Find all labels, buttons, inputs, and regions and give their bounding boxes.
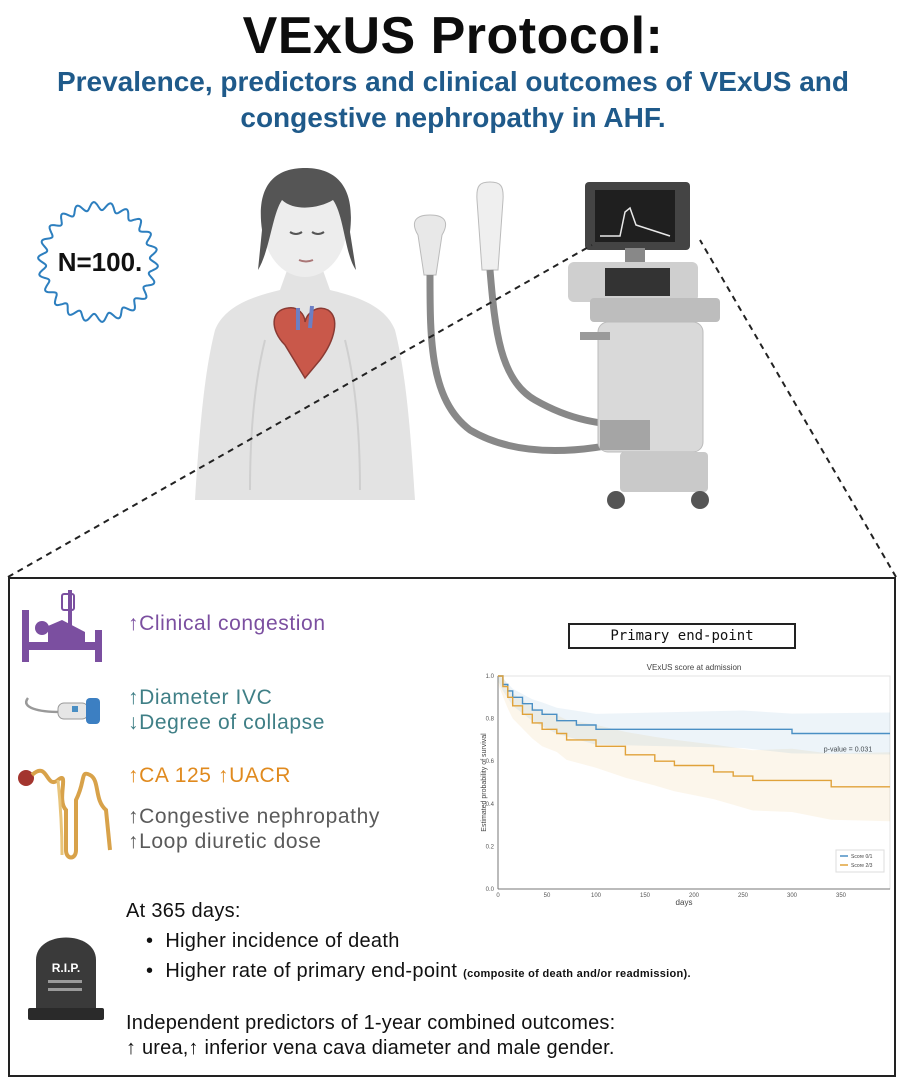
chart-title: VExUS score at admission (647, 663, 742, 672)
predictors-heading: Independent predictors of 1-year combine… (126, 1012, 616, 1034)
chart-series-line-2 (498, 675, 890, 788)
subtitle-line-1: Prevalence, predictors and clinical outc… (56, 66, 850, 97)
chart-x-tick-label: 200 (689, 893, 700, 899)
chart-annotation: p-value = 0.031 (824, 747, 873, 754)
chart-x-tick-label: 50 (544, 893, 551, 899)
primary-endpoint-label: Primary end-point (568, 623, 796, 649)
loop-diuretic-text: ↑Loop diuretic dose (128, 830, 322, 853)
subtitle-line-2: congestive nephropathy in AHF. (240, 102, 666, 133)
kidney-nephron-icon (18, 768, 112, 860)
outcome-endpoint-note: (composite of death and/or readmission). (463, 968, 691, 980)
chart-y-label: Estimated probability of survival (481, 733, 488, 832)
chart-x-tick-label: 150 (640, 893, 651, 899)
outcome-endpoint-main: Higher rate of primary end-point (165, 960, 464, 982)
sample-size-label: N=100. (57, 247, 143, 277)
survival-chart: 0.0 0.2 0.4 0.6 0.8 1.0 0 50 100 150 200 250 300 350 V… (481, 663, 891, 907)
chart-legend-label: Score 0/1 (851, 854, 873, 860)
outcome-endpoint: Higher rate of primary end-point (compos… (146, 956, 691, 989)
zoom-line-right (699, 239, 897, 578)
chart-x-tick-label: 350 (836, 893, 847, 899)
chart-band-score-01 (498, 676, 890, 755)
heart-icon (273, 305, 336, 380)
chart-y-tick-label: 0.0 (486, 887, 495, 893)
chart-y-tick-label: 1.0 (486, 674, 495, 680)
tombstone-icon (28, 937, 104, 1020)
biomarkers-text: ↑CA 125 ↑UACR (128, 764, 292, 787)
chart-y-tick-label: 0.2 (486, 844, 495, 850)
chart-y-tick-label: 0.6 (486, 759, 495, 765)
chart-band-score-23 (498, 676, 890, 822)
chart-y-tick-label: 0.8 (486, 717, 495, 723)
degree-collapse-text: ↓Degree of collapse (128, 711, 326, 734)
patient-bed-icon (22, 590, 102, 662)
chart-x-tick-label: 100 (591, 893, 602, 899)
subtitle: Prevalence, predictors and clinical outc… (20, 64, 886, 136)
outcome-death: Higher incidence of death (146, 926, 691, 956)
chart-x-tick-label: 300 (787, 893, 798, 899)
congestive-nephropathy-text: ↑Congestive nephropathy (128, 805, 380, 828)
chart-x-tick-label: 250 (738, 893, 749, 899)
predictors-list: ↑ urea,↑ inferior vena cava diameter and… (126, 1037, 615, 1059)
chart-x-label: days (676, 898, 693, 907)
sample-size-badge (37, 201, 159, 323)
chart-y-tick-label: 0.4 (486, 802, 495, 808)
outcomes-list: Higher incidence of death Higher rate of… (146, 926, 691, 989)
tombstone-text: R.I.P. (52, 961, 80, 975)
outcomes-heading: At 365 days: (126, 900, 241, 922)
chart-legend-label: Score 2/3 (851, 863, 873, 869)
diameter-ivc-text: ↑Diameter IVC (128, 686, 273, 709)
results-panel (8, 577, 896, 1077)
page-title: VExUS Protocol: (242, 7, 664, 65)
ultrasound-machine-icon (568, 182, 720, 509)
zoom-line-left (7, 244, 593, 578)
chart-x-tick-label: 0 (496, 893, 500, 899)
clinical-congestion-text: ↑Clinical congestion (128, 612, 326, 635)
ultrasound-probe-icon (25, 697, 100, 724)
